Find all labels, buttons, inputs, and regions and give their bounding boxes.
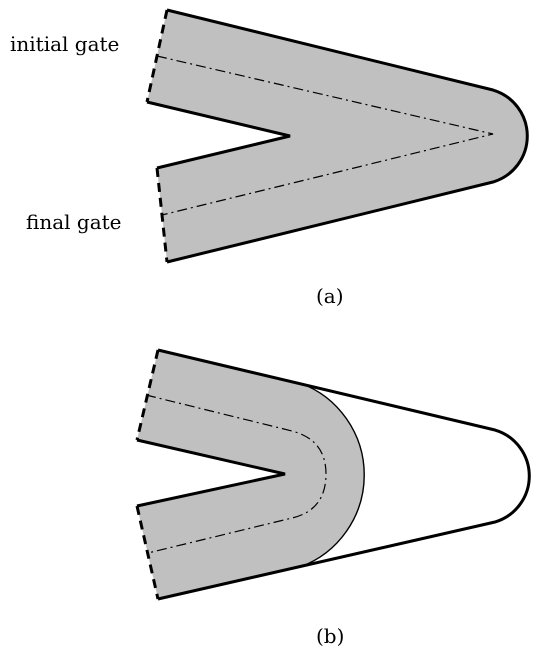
panel-b-cut-arc <box>299 382 365 568</box>
panel-a-centerline <box>156 55 494 216</box>
panel-b-final-gate <box>135 505 160 600</box>
panel-b-centerline <box>145 394 327 554</box>
panel-a: initial gate final gate (a) <box>10 8 529 308</box>
panel-b-outer-boundary <box>157 348 531 601</box>
panel-b-caption: (b) <box>316 624 344 648</box>
panel-b-inner-boundary <box>136 438 286 508</box>
panel-a-outer-boundary <box>166 8 529 264</box>
panel-b-track-region <box>137 350 365 599</box>
panel-a-track-region <box>147 10 528 262</box>
initial-gate-label: initial gate <box>10 32 119 56</box>
panel-a-inner-boundary <box>146 100 291 170</box>
final-gate-label: final gate <box>26 210 122 234</box>
panel-a-caption: (a) <box>316 284 344 308</box>
panel-b: (b) <box>135 348 531 648</box>
